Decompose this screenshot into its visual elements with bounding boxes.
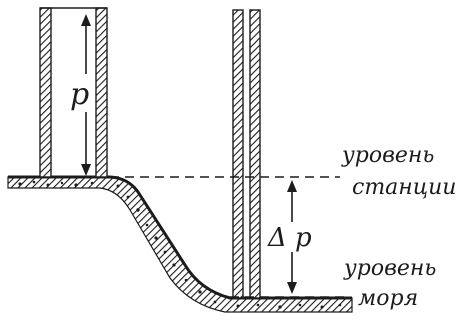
sea-level-label-line1: уровень — [343, 256, 436, 281]
ground-texture — [18, 180, 342, 309]
ground-profile — [7, 175, 353, 313]
sea-level-label-line2: моря — [358, 286, 418, 311]
ground-surface — [8, 175, 352, 300]
station-tube — [39, 7, 108, 178]
sea-tube-wall-left — [232, 9, 244, 299]
pressure-label: p — [70, 77, 89, 112]
pressure-arrow — [81, 14, 91, 176]
delta-pressure-arrow — [287, 180, 297, 294]
delta-pressure-label: Δ p — [267, 223, 312, 253]
station-level-label-line1: уровень — [341, 143, 434, 168]
sea-tube-wall-right — [249, 9, 261, 299]
station-tube-wall-left — [39, 7, 52, 178]
station-tube-wall-right — [95, 7, 108, 178]
station-level-label-line2: станции — [352, 175, 456, 200]
sea-tube — [232, 9, 261, 299]
